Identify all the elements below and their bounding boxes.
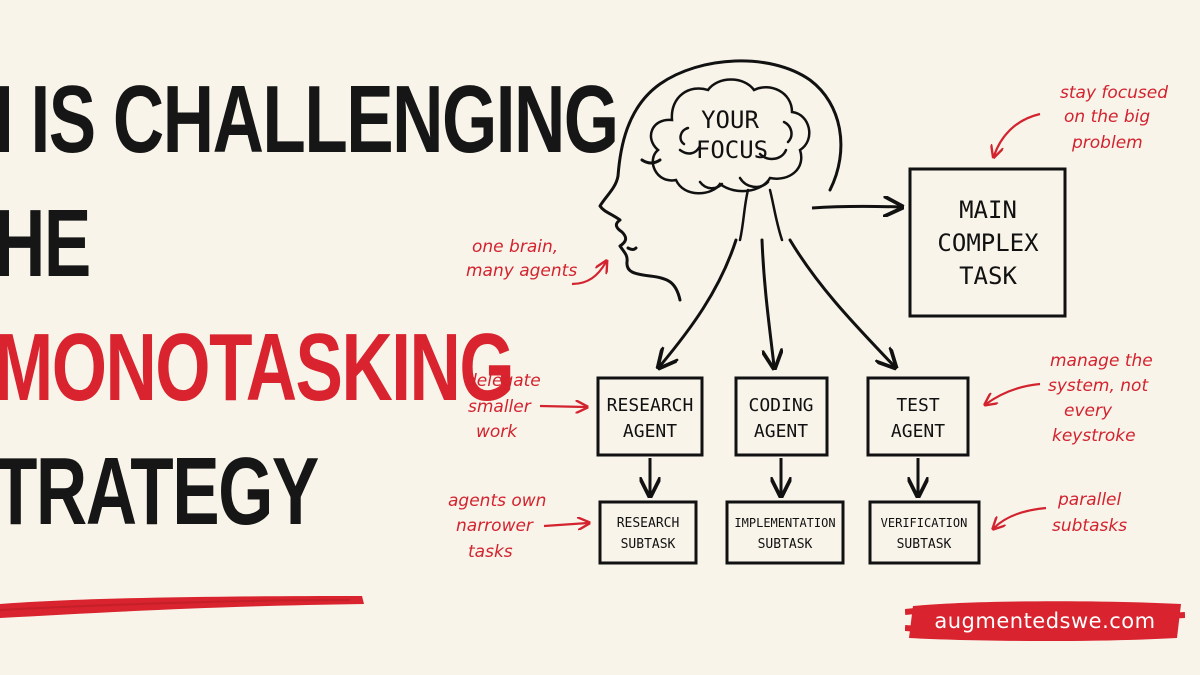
- note-one-brain-line-2: many agents: [466, 261, 577, 281]
- main-task-line-3: TASK: [959, 262, 1017, 290]
- site-url-label: augmentedswe.com: [934, 609, 1156, 633]
- arrow-to-main-task: [811, 206, 900, 208]
- note-delegate-line-1: delegate: [466, 371, 541, 391]
- note-manage-line-2: system, not: [1048, 376, 1149, 396]
- subtask-1-line-1: RESEARCH: [617, 516, 680, 531]
- note-stay-focused-line-2: on the big: [1064, 107, 1150, 127]
- agent-1-line-2: AGENT: [623, 421, 677, 442]
- brain-icon: [649, 78, 811, 195]
- note-delegate-line-2: smaller: [468, 397, 532, 417]
- note-stay-focused-line-3: problem: [1071, 133, 1143, 153]
- agent-2-line-1: CODING: [748, 395, 813, 416]
- brain-label-line-1: YOUR: [701, 106, 759, 134]
- headline-line-2: HE: [0, 190, 91, 297]
- note-stay-focused: stay focused on the big problem: [994, 83, 1168, 156]
- note-delegate-line-3: work: [476, 422, 518, 442]
- subtask-1-line-2: SUBTASK: [621, 537, 676, 552]
- main-task-box: [908, 167, 1067, 318]
- research-subtask-box: [598, 500, 698, 565]
- agent-3-line-1: TEST: [896, 395, 940, 416]
- coding-agent-box: [734, 376, 829, 457]
- note-manage-line-1: manage the: [1050, 351, 1153, 371]
- note-manage-line-4: keystroke: [1052, 426, 1136, 446]
- note-one-brain-line-1: one brain,: [472, 237, 558, 257]
- red-underline-stroke: [0, 596, 364, 618]
- headline: I IS CHALLENGING HE MONOTASKING TRATEGY: [0, 72, 619, 568]
- arrows-to-subtasks: [650, 458, 918, 494]
- note-agents-own-line-2: narrower: [456, 516, 534, 536]
- note-parallel-line-2: subtasks: [1052, 516, 1127, 536]
- headline-line-4: TRATEGY: [0, 438, 319, 545]
- subtask-3-line-2: SUBTASK: [897, 537, 952, 552]
- note-one-brain: one brain, many agents: [466, 237, 606, 286]
- research-agent-box: [596, 376, 704, 457]
- note-parallel: parallel subtasks: [994, 490, 1127, 536]
- head-profile-icon: [598, 59, 843, 302]
- note-agents-own-line-1: agents own: [448, 491, 546, 511]
- subtask-2-line-1: IMPLEMENTATION: [734, 516, 835, 530]
- brain-label-line-2: FOCUS: [696, 136, 768, 164]
- implementation-subtask-box: [725, 500, 845, 565]
- brain-stem: [738, 188, 784, 242]
- agent-1-line-1: RESEARCH: [607, 395, 694, 416]
- main-task-line-2: COMPLEX: [937, 229, 1039, 257]
- site-brush-background: [905, 601, 1185, 641]
- arrows-to-agents: [660, 238, 894, 366]
- note-agents-own: agents own narrower tasks: [448, 491, 588, 562]
- subtask-3-line-1: VERIFICATION: [881, 516, 968, 530]
- note-manage-line-3: every: [1064, 401, 1113, 421]
- note-agents-own-line-3: tasks: [468, 542, 513, 562]
- main-task-line-1: MAIN: [959, 196, 1017, 224]
- note-manage: manage the system, not every keystroke: [986, 351, 1153, 446]
- agent-2-line-2: AGENT: [754, 421, 808, 442]
- subtask-2-line-2: SUBTASK: [758, 537, 813, 552]
- verification-subtask-box: [868, 500, 981, 565]
- test-agent-box: [866, 376, 970, 457]
- note-parallel-line-1: parallel: [1057, 490, 1122, 510]
- note-stay-focused-line-1: stay focused: [1060, 83, 1168, 103]
- note-delegate: delegate smaller work: [466, 371, 586, 442]
- agent-3-line-2: AGENT: [891, 421, 945, 442]
